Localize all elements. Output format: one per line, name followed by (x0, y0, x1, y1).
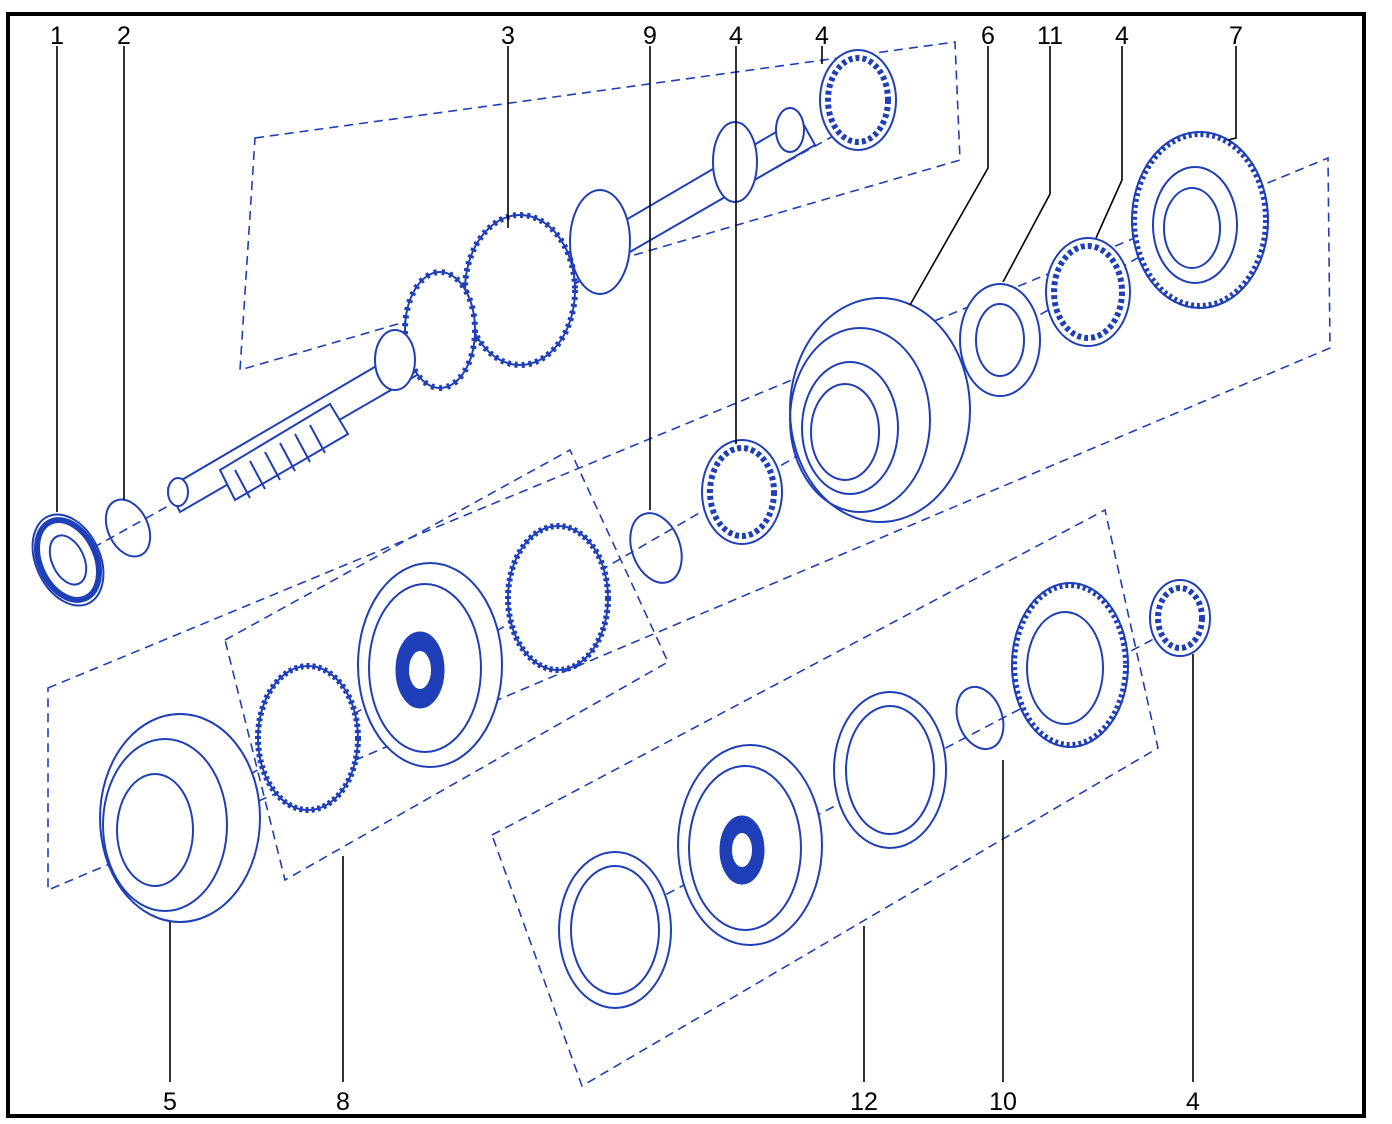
synchronizer-group-12-outline (491, 508, 1159, 1088)
callout-4-b: 4 (815, 22, 829, 50)
synchronizer-group-8-outline (224, 448, 670, 882)
clutch-ring-part (1011, 582, 1129, 748)
needle-bearing-small-part (1149, 579, 1211, 657)
callout-3: 3 (501, 22, 515, 50)
synchro-ring-12b-part (833, 691, 947, 849)
snap-ring-part (104, 498, 152, 558)
callout-8: 8 (336, 1088, 350, 1116)
callout-5: 5 (163, 1088, 177, 1116)
main-shaft-part (166, 107, 817, 514)
synchro-ring-8a-part (255, 663, 361, 813)
needle-bearing-mid-part (701, 439, 783, 545)
callout-11: 11 (1037, 22, 1063, 50)
synchro-ring-12a-part (558, 851, 672, 1009)
drawing-border (6, 12, 1366, 1118)
callout-4-d: 4 (1186, 1088, 1200, 1116)
callout-2: 2 (117, 22, 131, 50)
helical-gear-part (1131, 131, 1269, 309)
callout-4-a: 4 (729, 22, 743, 50)
callout-9: 9 (643, 22, 657, 50)
circlip-10-part (955, 686, 1005, 750)
synchronizer-hub-8-part (357, 562, 503, 768)
synchro-ring-8b-part (505, 523, 611, 673)
ball-bearing-6-part (789, 297, 971, 523)
leader-lines (56, 46, 1237, 1082)
callout-4-c: 4 (1115, 22, 1129, 50)
seal-ring-part (31, 513, 105, 607)
ball-bearing-5-part (99, 713, 261, 923)
needle-bearing-upper-part (819, 49, 897, 151)
callout-10: 10 (989, 1088, 1017, 1116)
callout-12: 12 (850, 1088, 878, 1116)
circlip-part (629, 512, 683, 584)
needle-bearing-right-part (1045, 237, 1131, 347)
shaft-group-outline (239, 41, 961, 372)
thrust-washer-part (959, 283, 1041, 397)
callout-7: 7 (1229, 22, 1243, 50)
callout-1: 1 (50, 22, 64, 50)
callout-6: 6 (981, 22, 995, 50)
synchronizer-hub-12-part (677, 744, 823, 946)
